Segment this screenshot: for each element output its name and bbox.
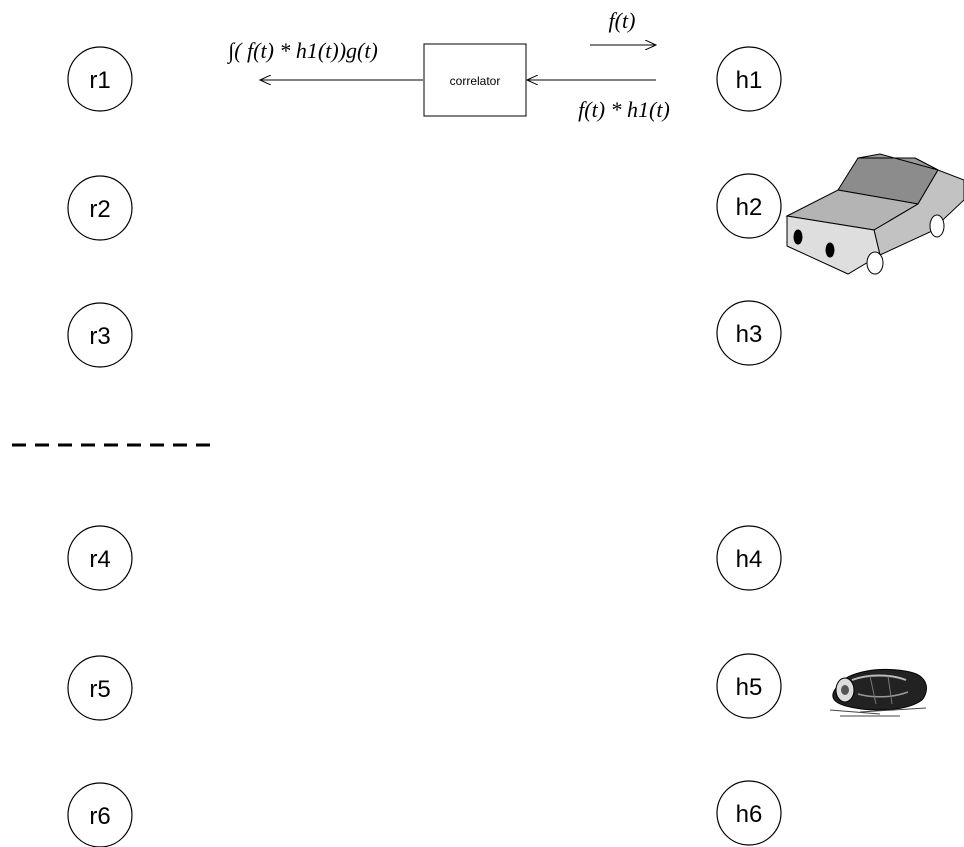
correlator-label: correlator <box>450 74 501 88</box>
hydrophone-node-h2: h2 <box>716 173 782 239</box>
receiver-label: r4 <box>89 546 110 573</box>
hydrophone-node-h1: h1 <box>716 46 782 112</box>
receiver-label: r2 <box>89 196 110 223</box>
input-signal-top: f(t) <box>609 8 636 33</box>
receiver-label: r5 <box>89 676 110 703</box>
receiver-node-r3: r3 <box>67 302 133 368</box>
receiver-node-r2: r2 <box>67 175 133 241</box>
receiver-label: r1 <box>89 67 110 94</box>
hydrophone-label: h5 <box>736 674 763 701</box>
receiver-node-r5: r5 <box>67 655 133 721</box>
hydrophone-node-h6: h6 <box>716 780 782 846</box>
receiver-node-r1: r1 <box>67 46 133 112</box>
hydrophone-node-h5: h5 <box>716 653 782 719</box>
receiver-node-r6: r6 <box>67 782 133 847</box>
hydrophone-node-h3: h3 <box>716 300 782 366</box>
receiver-node-r4: r4 <box>67 525 133 591</box>
input-signal-bottom: f(t) * h1(t) <box>578 97 670 122</box>
hydrophone-node-h4: h4 <box>716 525 782 591</box>
hydrophone-label: h1 <box>736 67 763 94</box>
output-signal: ∫( f(t) * h1(t))g(t) <box>226 38 378 64</box>
correlator-block: correlator <box>423 43 527 117</box>
hydrophone-label: h4 <box>736 546 763 573</box>
car-illustration <box>785 153 964 275</box>
hydrophone-label: h6 <box>736 801 763 828</box>
receiver-label: r3 <box>89 323 110 350</box>
crushed-can-illustration <box>829 668 927 717</box>
receiver-label: r6 <box>89 803 110 830</box>
hydrophone-label: h2 <box>736 194 763 221</box>
hydrophone-label: h3 <box>736 321 763 348</box>
